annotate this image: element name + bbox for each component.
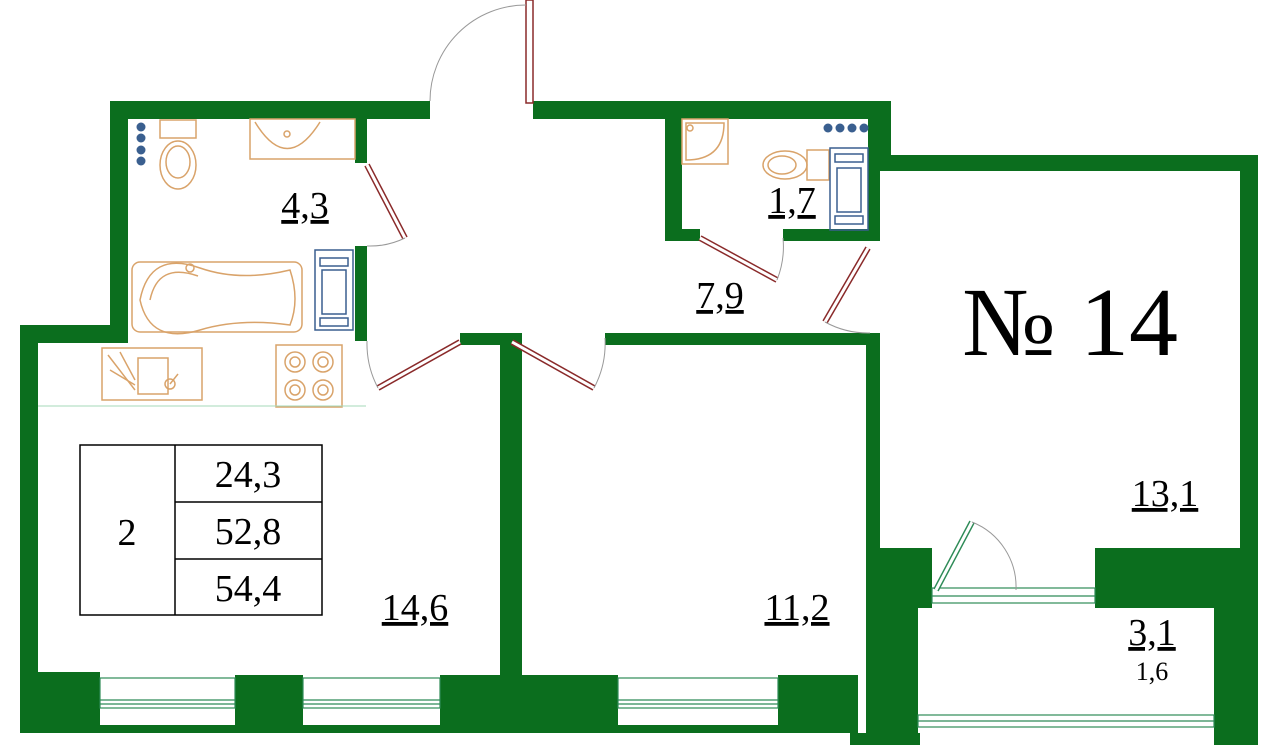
room-area-balcony-reduced: 1,6: [1136, 657, 1169, 686]
wall-segment: [20, 325, 38, 730]
wall-segment: [783, 229, 880, 241]
wall-segment: [1095, 548, 1245, 608]
rooms-count: 2: [118, 512, 137, 554]
wall-segment: [355, 119, 367, 163]
toilet-icon: [762, 149, 830, 181]
wall-segment: [500, 333, 522, 553]
areas-table: [79, 444, 323, 616]
wall-segment: [1214, 600, 1244, 745]
room-area-bathroom-small: 1,7: [768, 180, 816, 222]
total-area: 52,8: [215, 511, 282, 553]
room-area-hallway: 7,9: [696, 275, 744, 317]
bathtub-icon: [131, 261, 303, 335]
living-area: 24,3: [215, 454, 282, 496]
room-area-bathroom-large: 4,3: [281, 185, 329, 227]
washing-machine-icon: [314, 249, 354, 331]
wall-segment: [880, 548, 932, 608]
wall-segment: [778, 675, 858, 730]
wall-segment: [850, 733, 920, 745]
window: [302, 677, 441, 709]
riser-dots: [136, 122, 869, 166]
washing-machine-icon: [829, 147, 869, 231]
sink-icon: [249, 118, 356, 160]
apartment-number: № 14: [962, 269, 1178, 377]
toilet-icon: [159, 119, 197, 190]
entrance-door: [525, 0, 534, 104]
room-area-bedroom-middle: 11,2: [764, 587, 829, 629]
wall-segment: [880, 600, 918, 745]
wall-segment: [682, 229, 700, 241]
doors: [364, 0, 1017, 592]
wall-segment: [605, 333, 880, 345]
room-area-balcony: 3,1: [1128, 612, 1176, 654]
room-area-kitchen-living: 14,6: [382, 587, 449, 629]
wall-segment: [533, 101, 891, 119]
wall-segment: [235, 675, 303, 730]
wall-segment: [20, 725, 858, 733]
wall-segment: [110, 101, 430, 119]
windows: [99, 587, 1215, 728]
window: [99, 677, 236, 709]
wall-segment: [665, 101, 682, 241]
wall-segment: [460, 333, 510, 345]
wall-segment: [20, 672, 100, 730]
window: [617, 677, 779, 709]
wall-segment: [440, 675, 618, 730]
wall-segment: [868, 119, 880, 241]
total-area-with-balcony: 54,4: [215, 568, 282, 610]
wall-segment: [880, 101, 891, 171]
wall-segment: [880, 155, 1258, 171]
wall-segment: [110, 101, 128, 341]
wall-segment: [500, 553, 522, 678]
walls: [20, 101, 1258, 745]
kitchen-sink-icon: [101, 347, 203, 401]
room-area-bedroom-right: 13,1: [1132, 473, 1199, 515]
wall-segment: [20, 325, 128, 343]
wall-segment: [866, 333, 880, 733]
shower-icon: [681, 118, 729, 165]
fixtures: [38, 118, 869, 408]
stove-icon: [275, 344, 343, 408]
wall-segment: [355, 246, 367, 341]
